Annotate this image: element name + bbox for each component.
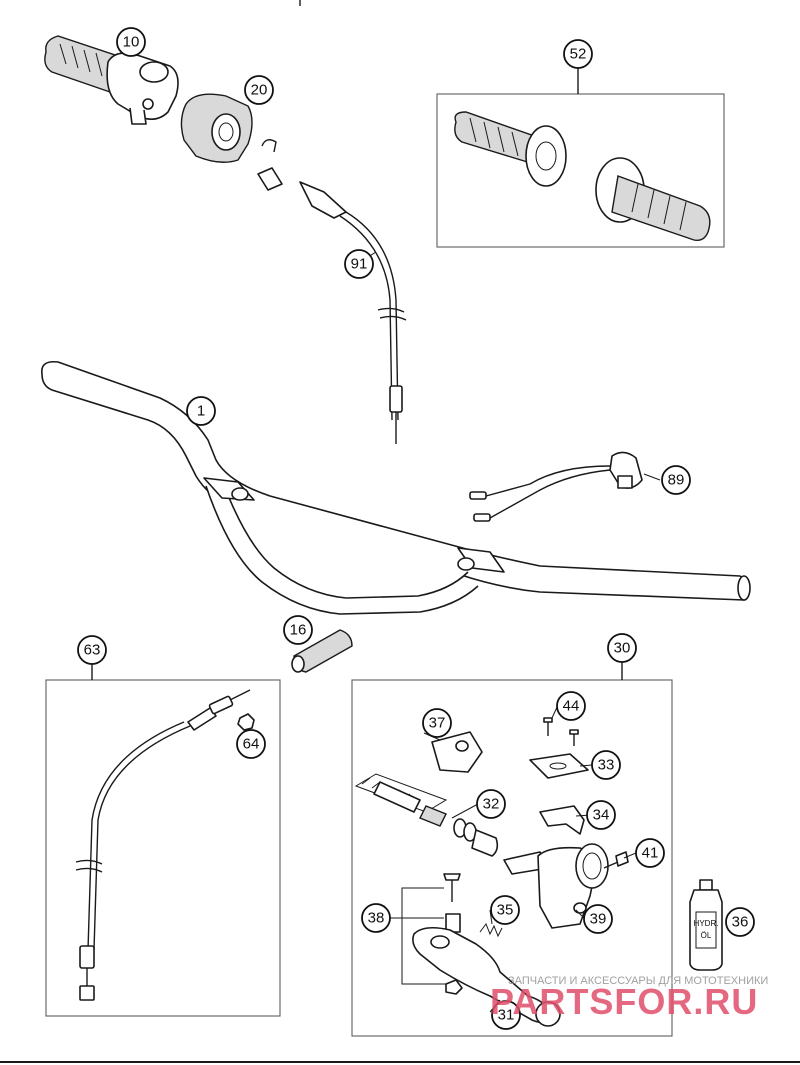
callout-38: 38 xyxy=(361,903,391,933)
part-64-nut xyxy=(237,713,255,731)
part-52-grip-set xyxy=(436,66,725,248)
watermark-caption: ЗАПЧАСТИ И АКСЕССУАРЫ ДЛЯ МОТОТЕХНИКИ xyxy=(508,975,768,987)
callout-32: 32 xyxy=(476,789,506,819)
callout-20: 20 xyxy=(244,75,274,105)
callout-31-label: 31 xyxy=(498,1007,515,1024)
part-91-throttle-cable xyxy=(257,139,407,444)
bottle-label-line1: HYDR. xyxy=(694,919,719,928)
callout-30-label: 30 xyxy=(614,640,631,657)
callout-36: 36 xyxy=(725,907,755,937)
callout-35: 35 xyxy=(490,895,520,925)
callout-52: 52 xyxy=(563,39,593,69)
watermark-logo: PARTSFOR.RU xyxy=(490,981,758,1022)
bottle-label-line2: ÖL xyxy=(701,931,712,940)
part-30-brake-assembly xyxy=(351,660,673,1037)
callout-10: 10 xyxy=(116,27,146,57)
callout-63: 63 xyxy=(77,635,107,665)
callout-1: 1 xyxy=(186,396,216,426)
part-1-handlebar xyxy=(41,360,751,615)
callout-91: 91 xyxy=(344,249,374,279)
part-89-kill-switch xyxy=(469,451,643,522)
part-16-grip-plug xyxy=(291,629,353,673)
callout-91-label: 91 xyxy=(351,256,368,273)
callout-89-label: 89 xyxy=(668,472,685,489)
callout-34: 34 xyxy=(586,800,616,830)
part-10-throttle-grip xyxy=(44,35,179,125)
callout-33-label: 33 xyxy=(598,757,615,774)
callout-30: 30 xyxy=(607,633,637,663)
callout-39: 39 xyxy=(583,904,613,934)
callout-64: 64 xyxy=(236,729,266,759)
callout-37: 37 xyxy=(422,708,452,738)
callout-10-label: 10 xyxy=(123,34,140,51)
part-20-throttle-cover xyxy=(180,93,253,163)
callout-16-label: 16 xyxy=(290,622,307,639)
callout-35-label: 35 xyxy=(497,902,514,919)
callout-36-label: 36 xyxy=(732,914,749,931)
callout-1-label: 1 xyxy=(197,403,205,420)
callout-37-label: 37 xyxy=(429,715,446,732)
callout-33: 33 xyxy=(591,750,621,780)
callout-32-label: 32 xyxy=(483,796,500,813)
callout-44-label: 44 xyxy=(563,698,580,715)
callout-34-label: 34 xyxy=(593,807,610,824)
callout-20-label: 20 xyxy=(251,82,268,99)
callout-63-label: 63 xyxy=(84,642,101,659)
callout-41: 41 xyxy=(635,838,665,868)
callout-89: 89 xyxy=(661,465,691,495)
callout-16: 16 xyxy=(283,615,313,645)
callout-44: 44 xyxy=(556,691,586,721)
watermark: ЗАПЧАСТИ И АКСЕССУАРЫ ДЛЯ МОТОТЕХНИКИ PA… xyxy=(490,975,768,1022)
part-63-clutch-cable xyxy=(45,660,281,1017)
callout-38-label: 38 xyxy=(368,910,385,927)
callout-41-label: 41 xyxy=(642,845,659,862)
callout-31: 31 xyxy=(491,1000,521,1030)
callout-39-label: 39 xyxy=(590,911,607,928)
callout-52-label: 52 xyxy=(570,46,587,63)
part-36-hydraulic-oil-bottle: HYDR. ÖL xyxy=(689,879,723,971)
callout-64-label: 64 xyxy=(243,736,260,753)
